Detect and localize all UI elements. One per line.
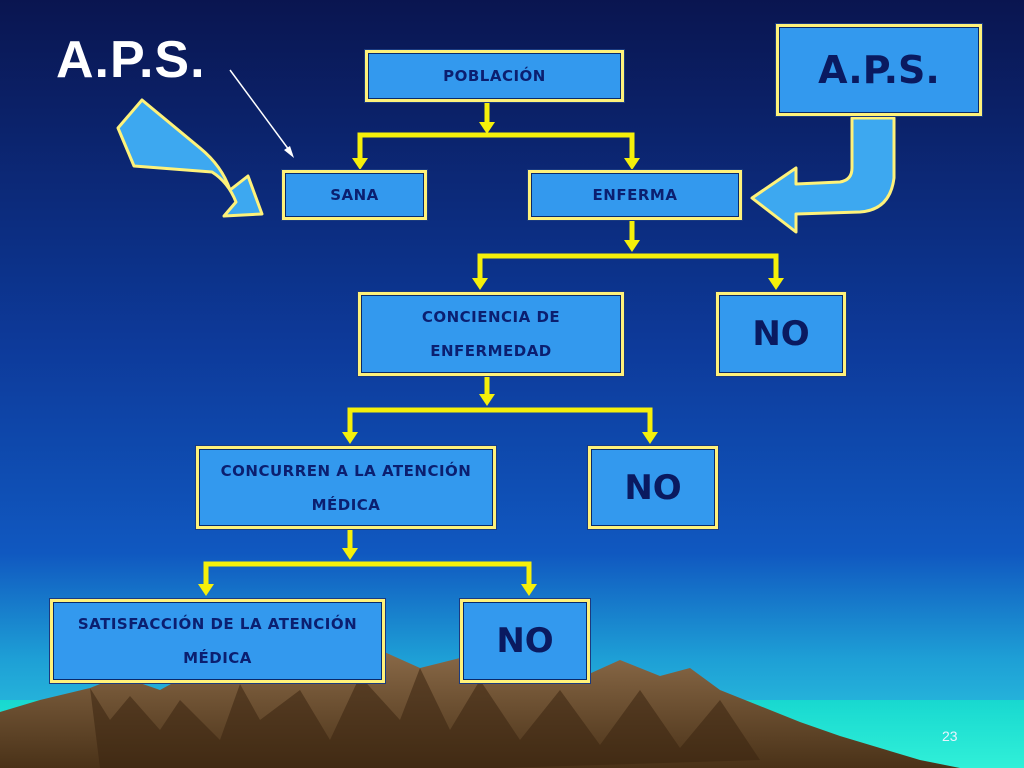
conciencia-label-line2: ENFERMEDAD [430,342,552,360]
curved-arrow-left [116,98,264,218]
no-box-3: NO [460,599,590,683]
arrowhead [352,158,368,170]
satisfaccion-box: SATISFACCIÓN DE LA ATENCIÓN MÉDICA [50,599,385,683]
arrowhead [624,158,640,170]
mountain-shadows [90,668,760,768]
sana-label: SANA [330,186,379,204]
arrowhead [479,122,495,134]
slide-title: A.P.S. [56,31,206,89]
no-box-1: NO [716,292,846,376]
sana-box: SANA [282,170,427,220]
aps-box: A.P.S. [776,24,982,116]
curved-arrow-right [750,116,896,234]
pointer-arrow [229,69,294,158]
arrowhead [479,394,495,406]
concurren-label-line1: CONCURREN A LA ATENCIÓN [220,461,472,480]
arrowhead [342,548,358,560]
enferma-label: ENFERMA [592,186,678,204]
concurren-box: CONCURREN A LA ATENCIÓN MÉDICA [196,446,496,529]
poblacion-box: POBLACIÓN [365,50,624,102]
arrowhead [768,278,784,290]
enferma-box: ENFERMA [528,170,742,220]
no-box-2: NO [588,446,718,529]
poblacion-label: POBLACIÓN [443,67,546,85]
arrowhead [342,432,358,444]
arrowhead [624,240,640,252]
satisfaccion-label-line1: SATISFACCIÓN DE LA ATENCIÓN [77,615,358,633]
concurren-label-line2: MÉDICA [311,495,381,514]
no-label-1: NO [752,314,810,354]
arrowhead [642,432,658,444]
arrowhead [521,584,537,596]
aps-box-label: A.P.S. [818,48,940,92]
no-label-2: NO [624,467,682,508]
satisfaccion-label-line2: MÉDICA [183,649,252,667]
page-number: 23 [942,728,958,744]
arrowhead [472,278,488,290]
conciencia-box: CONCIENCIA DE ENFERMEDAD [358,292,624,376]
no-label-3: NO [496,621,554,661]
arrowhead [198,584,214,596]
conciencia-label-line1: CONCIENCIA DE [421,308,561,326]
